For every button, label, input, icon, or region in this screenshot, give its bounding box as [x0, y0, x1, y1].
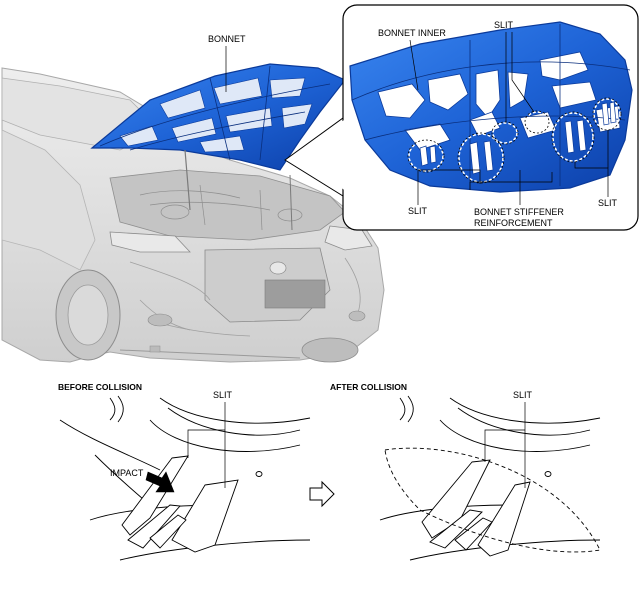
label-slit-before: SLIT: [213, 390, 233, 400]
after-collision-drawing: [379, 395, 601, 561]
label-slit-top: SLIT: [494, 20, 514, 30]
impact-arrow: [145, 471, 175, 493]
engine-bay: [109, 169, 346, 241]
transition-arrow: [309, 480, 335, 508]
wheel-front-right: [301, 337, 359, 363]
label-slit-right: SLIT: [598, 198, 618, 208]
engine-details: [139, 184, 303, 231]
label-stiffener-2: REINFORCEMENT: [474, 218, 553, 228]
title-before-collision: BEFORE COLLISION: [58, 382, 142, 392]
label-stiffener-1: BONNET STIFFENER: [474, 207, 564, 217]
fog-light-left: [147, 313, 173, 327]
label-slit-left: SLIT: [408, 206, 428, 216]
car-side: [1, 129, 96, 271]
label-slit-after: SLIT: [513, 390, 533, 400]
car-illustration: [1, 63, 385, 363]
deformation-outline: [384, 447, 601, 553]
label-bonnet-inner: BONNET INNER: [378, 28, 446, 38]
wheel-rim: [67, 284, 109, 346]
slit-marks: [419, 101, 617, 175]
title-after-collision: AFTER COLLISION: [330, 382, 407, 392]
before-collision-drawing: [59, 395, 311, 561]
callout-mask: [300, 120, 344, 190]
label-bonnet: BONNET: [208, 34, 246, 44]
leader-slit-left: [417, 169, 481, 205]
inner-panel-ribs: [351, 24, 631, 190]
bonnet-ribs: [99, 65, 331, 161]
brand-emblem: [269, 261, 287, 275]
bonnet-support-rod: [184, 149, 191, 211]
leader-bonnet-inner: [409, 39, 419, 91]
fog-light-right: [348, 310, 366, 322]
leader-stiffener: [469, 172, 553, 190]
tow-hook: [149, 345, 161, 353]
label-impact: IMPACT: [110, 468, 144, 478]
leader-slit-right: [574, 162, 609, 197]
leader-slit-after-2: [484, 429, 525, 462]
license-plate: [264, 279, 326, 309]
headlight-left: [109, 231, 191, 253]
leader-slit-top-2: [511, 32, 535, 113]
bonnet-support-rod-2: [289, 174, 293, 231]
slit-circles-outline: [407, 97, 622, 184]
leader-slit-before-2: [187, 429, 225, 458]
